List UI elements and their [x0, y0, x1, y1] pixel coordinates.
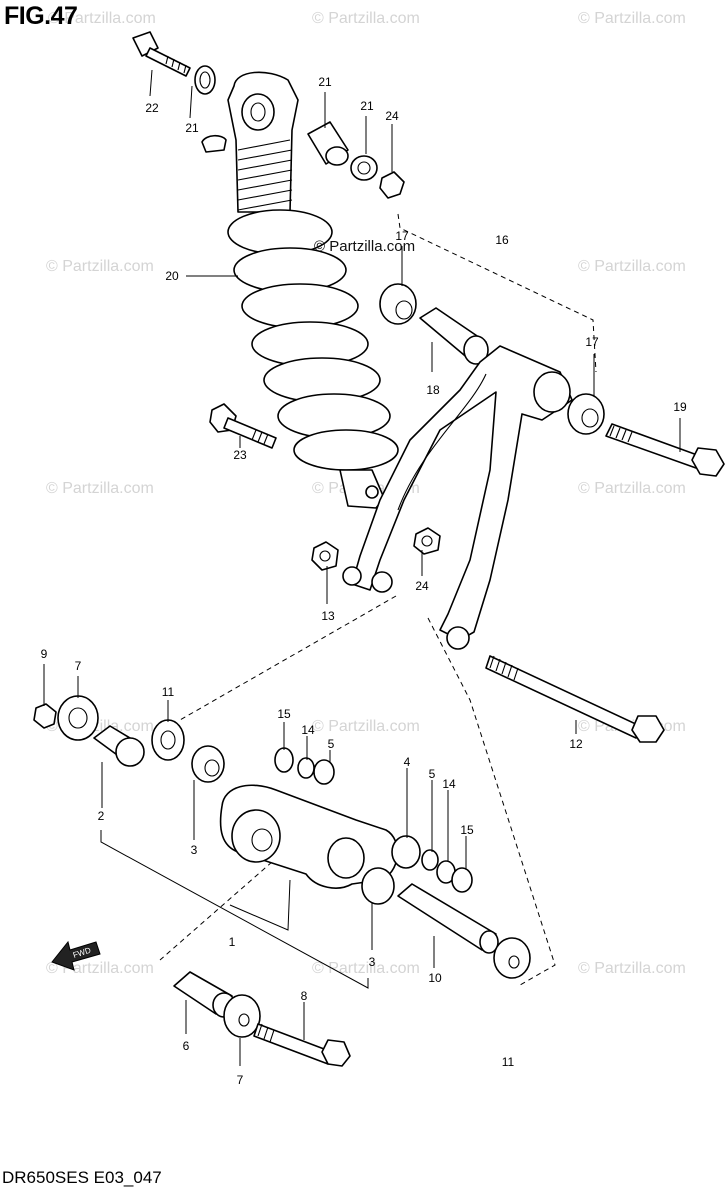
callout-21: 21 [318, 75, 332, 89]
callout-4: 4 [403, 755, 411, 769]
bolt-12 [485, 655, 665, 743]
assembly-dashed-line [427, 617, 556, 986]
callout-19: 19 [673, 400, 687, 414]
watermark: © Partzilla.com [312, 718, 420, 735]
callout-15: 15 [277, 707, 291, 721]
callout-16: 16 [495, 233, 509, 247]
cushion-lever [342, 345, 573, 650]
nut-24 [413, 527, 441, 555]
nut-13 [311, 541, 339, 571]
assembly-dashed-line [179, 595, 397, 721]
callout-1: 1 [228, 935, 236, 949]
model-code: DR650SES E03_047 [2, 1168, 162, 1187]
leader-lines [43, 69, 681, 1066]
watermark: © Partzilla.com [312, 10, 420, 27]
callout-17: 17 [585, 335, 599, 349]
washer-21 [350, 155, 378, 181]
watermark: © Partzilla.com [578, 480, 686, 497]
callout-11: 11 [161, 685, 175, 699]
callout-6: 6 [182, 1039, 190, 1053]
nut-24 [379, 171, 405, 199]
callout-8: 8 [300, 989, 308, 1003]
assembly-dashed-line [397, 213, 597, 373]
nut-9 [33, 703, 57, 729]
callout-14: 14 [442, 777, 456, 791]
callout-7: 7 [74, 659, 82, 673]
bolt-23 [209, 403, 277, 449]
callout-24: 24 [415, 579, 429, 593]
callout-12: 12 [569, 737, 583, 751]
callout-3: 3 [368, 955, 376, 969]
bolt-22 [132, 31, 191, 77]
callout-10: 10 [428, 971, 442, 985]
callout-18: 18 [426, 383, 440, 397]
callout-13: 13 [321, 609, 335, 623]
seal-15 [451, 867, 473, 893]
callout-3: 3 [190, 843, 198, 857]
shock-absorber-20 [201, 71, 399, 509]
bushing-17 [567, 393, 605, 435]
washer-11 [493, 937, 531, 979]
callout-9: 9 [40, 647, 48, 661]
bushing-5 [313, 759, 335, 785]
brand-watermark: © Partzilla.com [314, 238, 416, 255]
fwd-arrow-icon [51, 940, 101, 971]
bolt-19 [605, 423, 725, 477]
group-bracket-line [100, 830, 369, 989]
callout-11: 11 [501, 1055, 515, 1069]
assembly-dashed-line [159, 861, 273, 961]
callout-15: 15 [460, 823, 474, 837]
callout-21: 21 [360, 99, 374, 113]
washer-21 [194, 65, 216, 95]
watermark: © Partzilla.com [578, 10, 686, 27]
callout-2: 2 [97, 809, 105, 823]
group-bracket-line [229, 879, 291, 931]
fwd-label: FWD [72, 946, 92, 960]
watermark: © Partzilla.com [48, 10, 156, 27]
callout-5: 5 [327, 737, 335, 751]
bolt-8 [253, 1023, 351, 1067]
callout-14: 14 [301, 723, 315, 737]
callout-23: 23 [233, 448, 247, 462]
bushing-4 [391, 835, 421, 869]
callout-24: 24 [385, 109, 399, 123]
watermark: © Partzilla.com [46, 258, 154, 275]
watermark: © Partzilla.com [578, 258, 686, 275]
callout-21: 21 [185, 121, 199, 135]
callout-17: 17 [395, 229, 409, 243]
figure-title: FIG.47 [4, 2, 78, 30]
watermark: © Partzilla.com [312, 960, 420, 977]
callout-20: 20 [165, 269, 179, 283]
bushing-3 [191, 745, 225, 783]
washer-7 [223, 994, 261, 1038]
watermark: © Partzilla.com [46, 480, 154, 497]
callout-22: 22 [145, 101, 159, 115]
callout-7: 7 [236, 1073, 244, 1087]
watermark: © Partzilla.com [578, 960, 686, 977]
bushing-5 [421, 849, 439, 871]
callout-5: 5 [428, 767, 436, 781]
bushing-3 [361, 867, 395, 905]
